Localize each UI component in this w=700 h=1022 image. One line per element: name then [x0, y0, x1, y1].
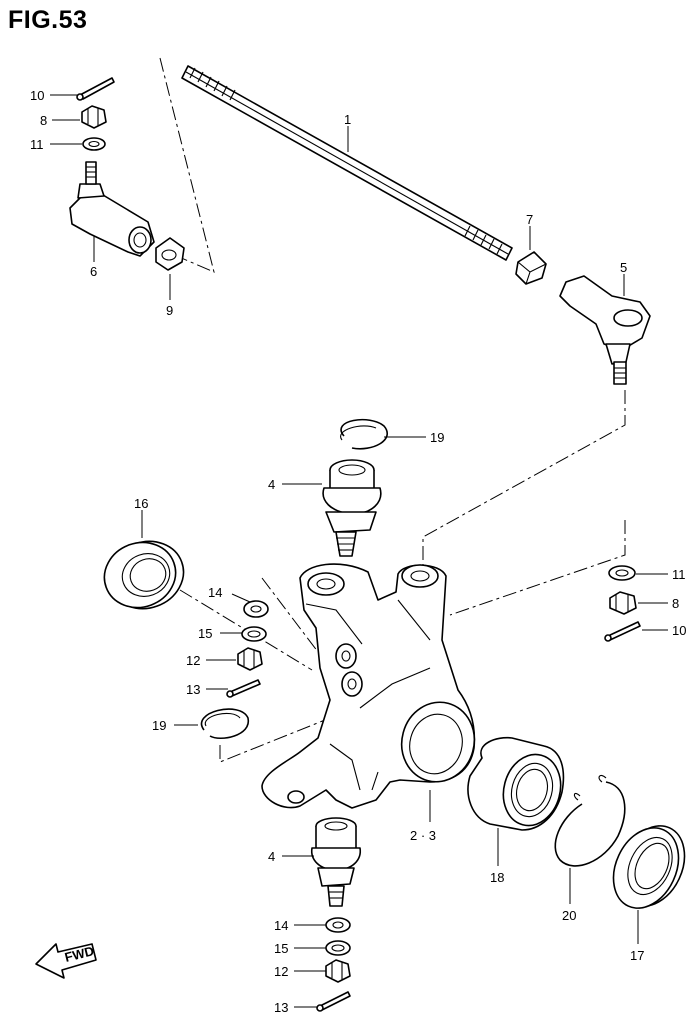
callout-10: 10 — [30, 88, 44, 103]
tie-rod-end-part-6 — [69, 161, 155, 257]
callout-8: 8 — [672, 596, 679, 611]
castle-nut-part-12-lower — [325, 959, 351, 983]
oil-seal-part-16 — [103, 540, 185, 610]
callout-5: 5 — [620, 260, 627, 275]
figure-title: FIG.53 — [8, 6, 88, 34]
fwd-arrow-icon: FWD — [35, 943, 97, 979]
washer-part-15-lower — [325, 940, 351, 956]
callout-8: 8 — [40, 113, 47, 128]
callout-10: 10 — [672, 623, 686, 638]
nut-part-9 — [155, 237, 185, 271]
callout-6: 6 — [90, 264, 97, 279]
wheel-bearing-part-18 — [467, 736, 565, 831]
callout-15: 15 — [198, 626, 212, 641]
cotter-pin-part-13-lower — [316, 991, 351, 1012]
circlip-part-19-top — [340, 418, 388, 450]
ball-joint-part-4-lower — [311, 817, 361, 907]
callout-18: 18 — [490, 870, 504, 885]
callout-13: 13 — [274, 1000, 288, 1015]
snap-ring-part-20 — [554, 774, 626, 867]
callout-7: 7 — [526, 212, 533, 227]
washer-part-14-upper — [243, 600, 269, 618]
callout-14: 14 — [274, 918, 288, 933]
leader-lines — [50, 94, 668, 1008]
castle-nut-part-12-upper — [237, 647, 263, 671]
callout-12: 12 — [186, 653, 200, 668]
callout-19: 19 — [430, 430, 444, 445]
washer-part-14-lower — [325, 917, 351, 933]
castle-nut-part-8-right — [609, 591, 637, 615]
callout-9: 9 — [166, 303, 173, 318]
callout-20: 20 — [562, 908, 576, 923]
ball-joint-part-4-upper — [322, 459, 382, 557]
callout-4: 4 — [268, 477, 275, 492]
washer-part-11-right — [608, 565, 636, 581]
guide-lines — [159, 57, 626, 763]
steering-knuckle-part-2-3 — [261, 563, 476, 809]
callout-13: 13 — [186, 682, 200, 697]
callout-4: 4 — [268, 849, 275, 864]
washer-part-15-upper — [241, 626, 267, 642]
washer-part-11-top-left — [82, 137, 106, 151]
tie-rod-part-1 — [181, 65, 513, 261]
cotter-pin-part-10-right — [604, 621, 641, 642]
callout-17: 17 — [630, 948, 644, 963]
cotter-pin-part-10-top-left — [76, 77, 115, 101]
cotter-pin-part-13-upper — [226, 679, 261, 698]
callout-10: 1 — [344, 112, 351, 127]
callout-2-3: 2 · 3 — [410, 828, 436, 843]
callout-14: 14 — [208, 585, 222, 600]
castle-nut-part-8-top-left — [81, 105, 107, 129]
tie-rod-end-part-5 — [559, 275, 651, 385]
nut-part-7 — [515, 251, 547, 285]
callout-labels: 1 2 · 3 4 4 5 6 7 8 8 9 10 10 11 11 12 1… — [30, 88, 686, 1015]
callout-16: 16 — [134, 496, 148, 511]
callout-15: 15 — [274, 941, 288, 956]
callout-19: 19 — [152, 718, 166, 733]
fwd-label: FWD — [63, 943, 95, 965]
callout-11: 11 — [30, 137, 44, 152]
circlip-part-19-left — [200, 708, 249, 740]
oil-seal-part-17 — [612, 825, 686, 909]
callout-11: 11 — [672, 567, 686, 582]
callout-12: 12 — [274, 964, 288, 979]
